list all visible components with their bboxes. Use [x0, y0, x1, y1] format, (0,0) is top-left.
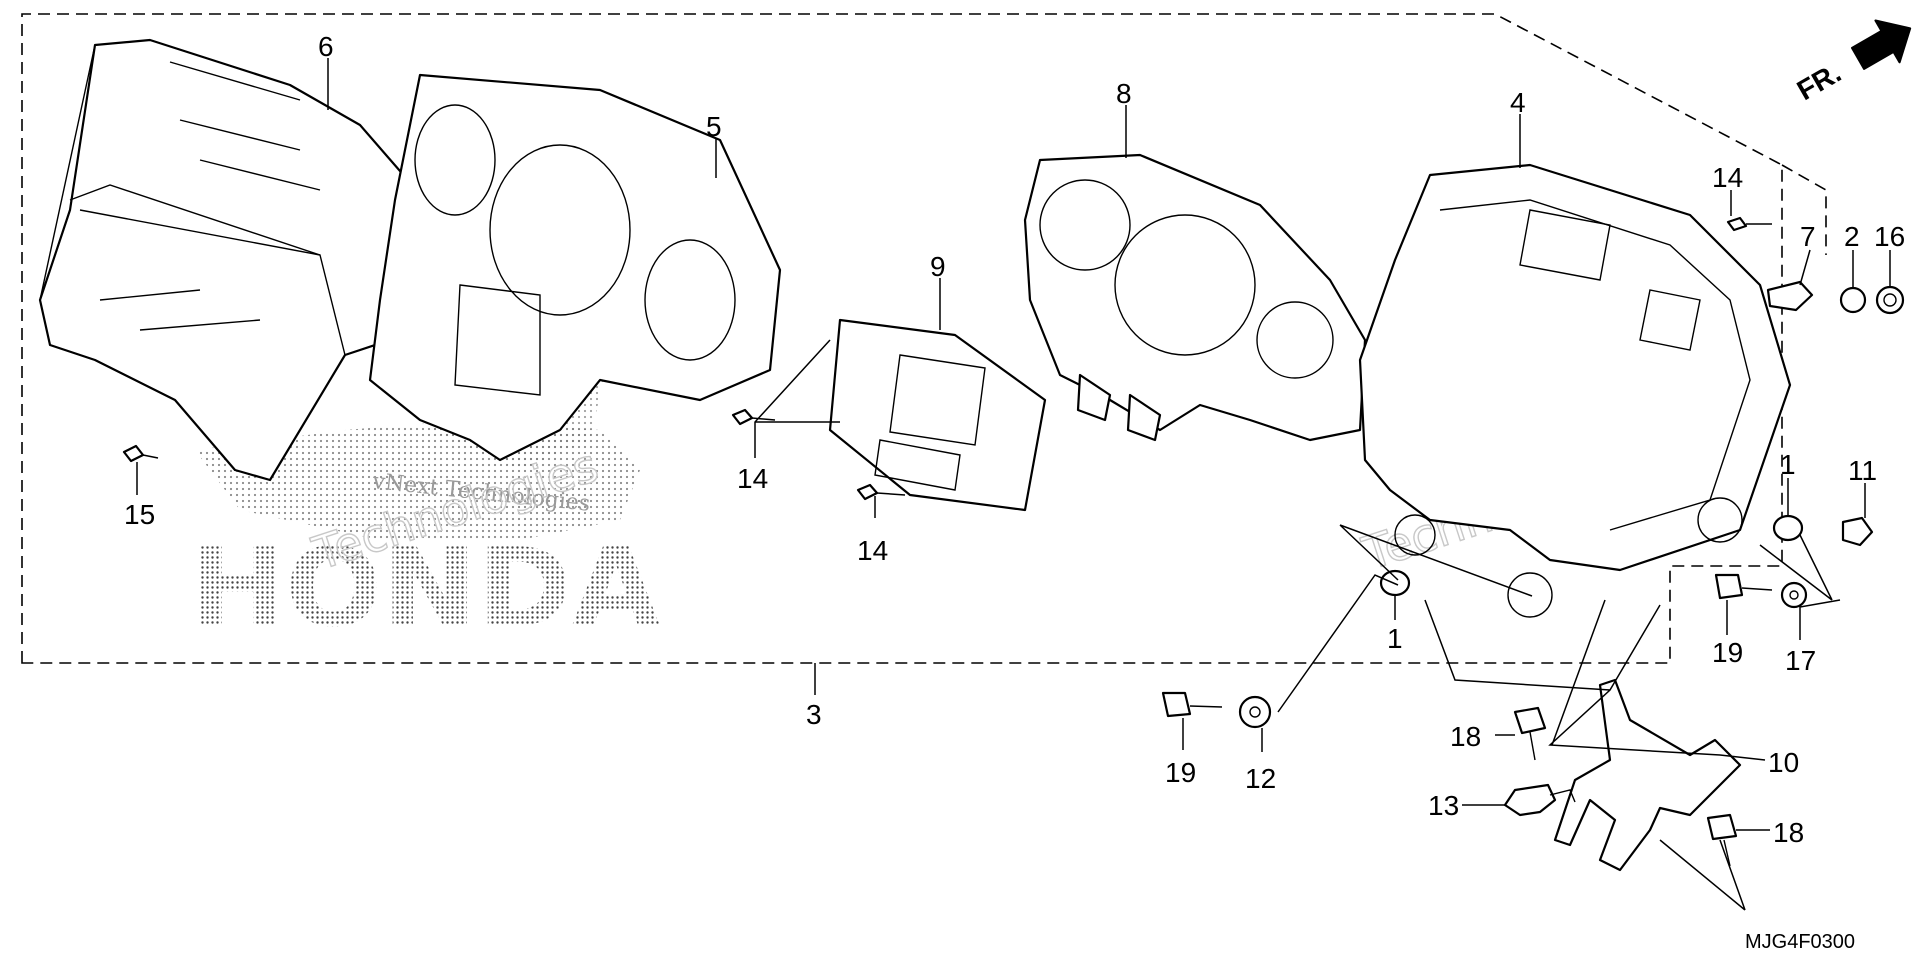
callout-16: 16 — [1874, 221, 1905, 252]
callout-3: 3 — [806, 699, 822, 730]
callout-8: 8 — [1116, 78, 1132, 109]
callout-14c: 14 — [1712, 162, 1743, 193]
small-parts — [122, 216, 1905, 867]
callout-6: 6 — [318, 31, 334, 62]
front-direction-arrow: FR. — [1792, 19, 1912, 106]
callout-7: 7 — [1800, 221, 1816, 252]
callout-12: 12 — [1245, 763, 1276, 794]
display-unit-part-9 — [828, 318, 1047, 512]
callout-labels: 6 5 8 4 9 14 14 14 15 3 7 2 16 1 11 1 19… — [124, 31, 1905, 848]
callout-19b: 19 — [1165, 757, 1196, 788]
svg-text:FR.: FR. — [1792, 57, 1847, 106]
callout-14b: 14 — [857, 535, 888, 566]
callout-15: 15 — [124, 499, 155, 530]
callout-2: 2 — [1844, 221, 1860, 252]
meter-case-part-4 — [1358, 163, 1792, 618]
callout-5: 5 — [706, 111, 722, 142]
callout-1a: 1 — [1780, 449, 1796, 480]
callout-18b: 18 — [1773, 817, 1804, 848]
leader-lines — [136, 58, 1891, 911]
callout-14a: 14 — [737, 463, 768, 494]
diagram-code: MJG4F0300 — [1745, 931, 1855, 953]
brand-mark: HONDA — [190, 526, 660, 651]
meter-visor-part-6 — [38, 38, 462, 482]
callout-9: 9 — [930, 251, 946, 282]
meter-assembly-part-8 — [1023, 153, 1367, 442]
callout-17: 17 — [1785, 645, 1816, 676]
callout-18a: 18 — [1450, 721, 1481, 752]
callout-13: 13 — [1428, 790, 1459, 821]
meter-panel-part-5 — [368, 73, 782, 462]
callout-10: 10 — [1768, 747, 1799, 778]
callout-11: 11 — [1848, 455, 1877, 486]
stay-bracket-part-10 — [1553, 678, 1742, 872]
callout-19a: 19 — [1712, 637, 1743, 668]
callout-4: 4 — [1510, 87, 1526, 118]
callout-1b: 1 — [1387, 623, 1403, 654]
